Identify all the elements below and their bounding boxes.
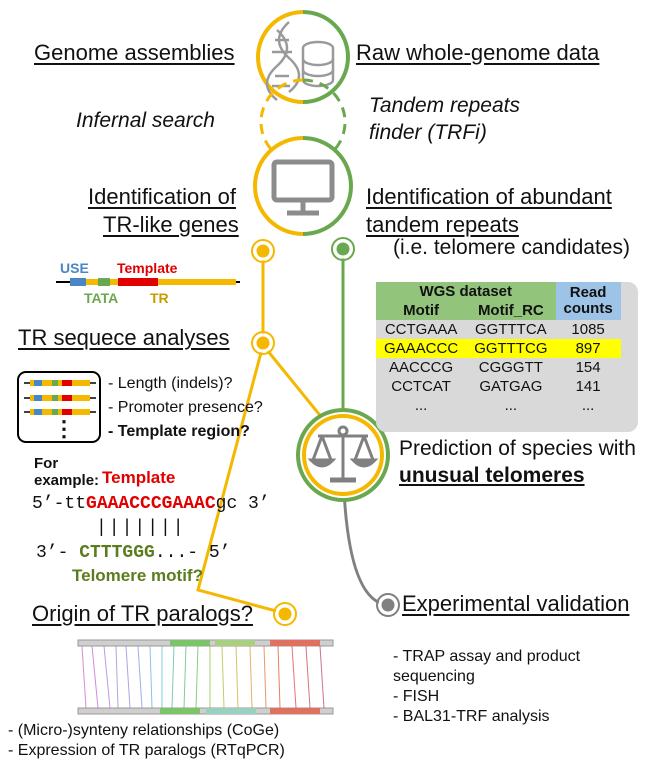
telomere-motif-label: Telomere motif? <box>72 566 203 585</box>
promoter-text: - Promoter presence? <box>108 399 263 416</box>
genome-assemblies-label: Genome assemblies <box>34 40 235 65</box>
sequence-alignment-box <box>17 371 101 443</box>
example-template-label: Template <box>102 468 176 487</box>
ident-abund-line2: tandem repeats <box>366 212 519 237</box>
dna-icon <box>265 21 301 101</box>
gene-structure-diagram <box>56 278 240 286</box>
node-origin <box>275 604 295 624</box>
ident-tr-line1: Identification of <box>88 184 236 209</box>
complement-sequence: 3’- CTTTGGG...- 5’ <box>36 543 231 563</box>
motif-rc-column-header: Motif_RC <box>477 302 544 319</box>
for-label: For <box>34 455 59 472</box>
prediction-line1: Prediction of species with <box>399 437 636 460</box>
dashed-arc-right <box>302 78 347 166</box>
infernal-search-label: Infernal search <box>76 109 215 132</box>
ident-abund-line1: Identification of abundant <box>366 184 612 209</box>
computer-node <box>253 136 353 236</box>
validation-item-trap: - TRAP assay and product <box>393 648 581 665</box>
node-tr-seq <box>253 333 273 353</box>
expression-item: - Expression of TR paralogs (RTqPCR) <box>8 742 285 759</box>
origin-label: Origin of TR paralogs? <box>32 601 253 626</box>
tr-label: TR <box>150 290 169 306</box>
dashed-arc-left <box>259 78 304 166</box>
table-row: ......... <box>414 397 595 414</box>
tr-seq-label: TR sequece analyses <box>18 325 230 350</box>
node-tr-genes <box>253 241 273 261</box>
trfi-label-line2: finder (TRFi) <box>369 121 487 144</box>
wgs-dataset-header: WGS dataset <box>376 282 556 301</box>
validation-item-fish: - FISH <box>393 688 440 705</box>
example-sequence: 5’-ttGAAACCCGAAACgc 3’ <box>32 494 270 514</box>
motif-column-header: Motif <box>403 302 439 319</box>
synteny-diagram <box>77 639 334 715</box>
validation-item-bal31: - BAL31-TRF analysis <box>393 708 550 725</box>
template-label: Template <box>117 260 178 276</box>
template-region-text: - Template region? <box>108 423 250 440</box>
scales-icon <box>307 425 379 483</box>
length-indels-text: - Length (indels)? <box>108 375 233 392</box>
validation-item-trap-cont: sequencing <box>393 668 475 685</box>
synteny-item: - (Micro-)synteny relationships (CoGe) <box>8 722 280 739</box>
computer-icon <box>271 159 335 216</box>
node-validation <box>378 595 398 615</box>
ident-tr-line2: TR-like genes <box>103 212 239 237</box>
node-abundant-repeats <box>333 239 353 259</box>
more-rows-dots: ⋮ <box>53 416 75 441</box>
ident-abund-line3: (i.e. telomere candidates) <box>393 236 630 259</box>
example-label: example: <box>34 472 100 489</box>
tata-label: TATA <box>84 290 119 306</box>
prediction-line2: unusual telomeres <box>399 464 585 487</box>
use-label: USE <box>60 260 89 276</box>
trfi-label-line1: Tandem repeats <box>369 94 520 117</box>
yellow-connector-left <box>196 249 281 614</box>
raw-wgs-label: Raw whole-genome data <box>356 40 600 65</box>
pairing-bars: ||||||| <box>96 518 186 538</box>
exp-validation-label: Experimental validation <box>402 591 630 616</box>
